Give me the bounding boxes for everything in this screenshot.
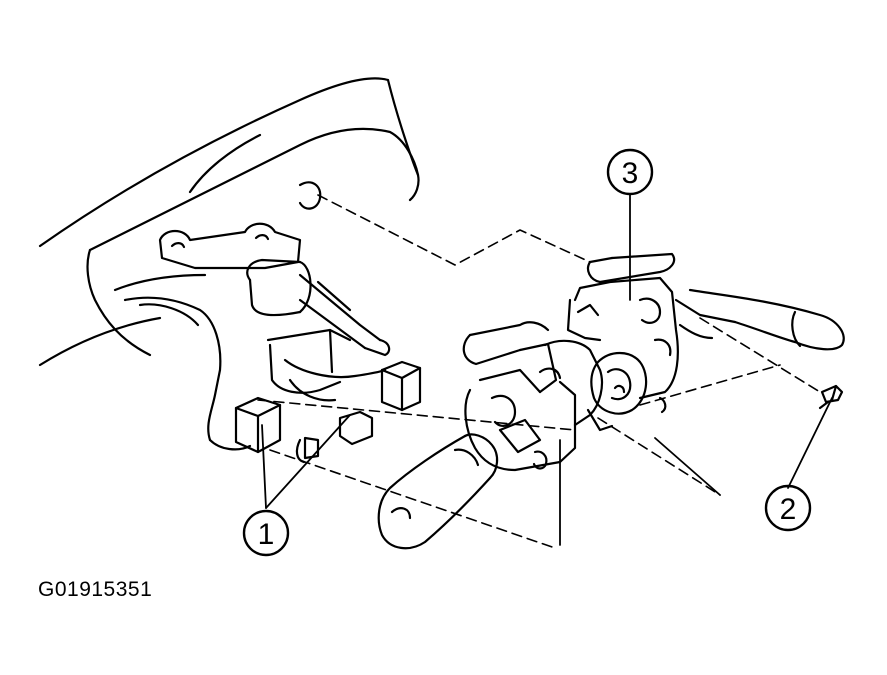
wiring-connectors (234, 328, 422, 464)
combination-switch-body (462, 321, 604, 472)
steering-shaft (246, 258, 391, 357)
wiper-switch-assembly (566, 252, 679, 432)
steering-column-housing (38, 77, 420, 367)
figure-code: G01915351 (38, 578, 153, 601)
light-switch-lever (377, 433, 499, 550)
wiper-switch-lever (674, 288, 845, 351)
callout-1: 1 (242, 509, 290, 557)
callout-leaders (261, 194, 833, 546)
column-bracket (123, 222, 302, 451)
callout-3: 3 (606, 148, 654, 196)
callout-3-label: 3 (622, 157, 639, 190)
callout-2: 2 (764, 484, 812, 532)
callout-1-label: 1 (258, 518, 275, 551)
alignment-lines (257, 194, 821, 549)
callout-2-label: 2 (780, 493, 797, 526)
mounting-screw (818, 384, 844, 410)
